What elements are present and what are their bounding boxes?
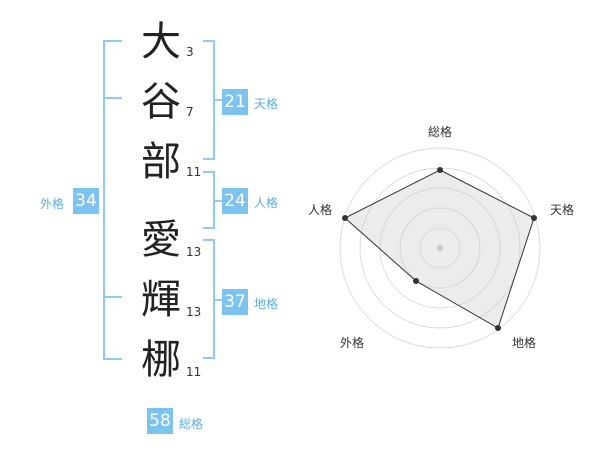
stroke-count-6: 11 [186,365,202,379]
name-char-2: 谷 [141,79,181,125]
name-char-3: 部 [141,139,181,185]
radar-rings [339,147,541,349]
soukaku-value: 58 [147,408,173,434]
radar-points [342,167,537,331]
radar-chart [339,147,541,349]
radar-label-soukaku: 総格 [427,125,452,139]
radar-label-gaikaku: 外格 [339,336,364,350]
soukaku-label: 総格 [179,417,204,431]
radar-point-tenkaku [531,215,537,221]
radar-point-gaikaku [413,278,419,284]
stroke-count-5: 13 [186,305,202,319]
chikaku-value: 37 [222,289,248,315]
chikaku-label: 地格 [254,297,279,311]
radar-center-dot [437,245,443,251]
outer-bracket [103,40,122,360]
stroke-count-1: 3 [186,45,194,59]
tenkaku-value: 21 [222,89,248,115]
name-char-1: 大 [141,19,181,65]
tenkaku-label: 天格 [254,97,279,111]
gaikaku-value: 34 [73,188,99,214]
radar-label-jinkaku: 人格 [307,203,332,217]
gaikaku-label: 外格 [40,197,65,211]
name-char-4: 愛 [141,217,181,263]
stroke-count-4: 13 [186,245,202,259]
stroke-count-2: 7 [186,105,194,119]
name-char-6: 梛 [141,337,181,383]
radar-point-jinkaku [342,215,348,221]
right-brackets [203,40,222,359]
stroke-count-3: 11 [186,165,202,179]
jinkaku-label: 人格 [254,196,279,210]
radar-point-chikaku [495,325,501,331]
jinkaku-value: 24 [222,188,248,214]
radar-label-chikaku: 地格 [511,336,536,350]
name-char-5: 輝 [141,277,181,323]
radar-label-tenkaku: 天格 [549,203,574,217]
radar-point-soukaku [437,167,443,173]
